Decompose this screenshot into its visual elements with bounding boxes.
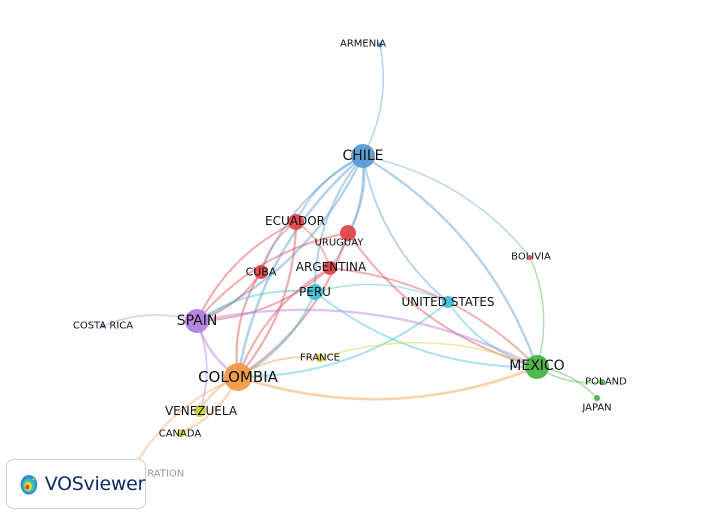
link-ecuador-cuba <box>260 221 297 273</box>
link-united_states-mexico <box>447 301 538 368</box>
node-armenia[interactable] <box>377 42 383 48</box>
node-japan[interactable] <box>594 395 600 401</box>
link-colombia-russian_federation <box>129 376 239 475</box>
label-argentina: ARGENTINA <box>296 260 367 274</box>
link-ecuador-colombia <box>237 221 298 378</box>
link-peru-mexico <box>314 291 538 369</box>
node-united-states[interactable] <box>442 296 454 308</box>
node-poland[interactable] <box>599 379 605 385</box>
label-spain: SPAIN <box>177 313 218 329</box>
label-mexico: MEXICO <box>509 358 564 374</box>
link-chile-peru <box>313 155 364 293</box>
link-mexico-bolivia <box>529 256 545 368</box>
node-colombia[interactable] <box>224 363 252 391</box>
node-ecuador[interactable] <box>288 214 304 230</box>
vosviewer-logo-icon <box>20 474 38 495</box>
label-canada: CANADA <box>159 429 202 440</box>
node-argentina[interactable] <box>323 261 337 275</box>
vosviewer-logo-text: VOSviewer <box>44 473 146 495</box>
link-peru-colombia <box>237 291 317 378</box>
link-united_states-colombia <box>237 301 449 379</box>
label-peru: PERU <box>299 285 331 299</box>
label-costa-rica: COSTA RICA <box>73 321 133 332</box>
network-nodes <box>101 42 605 476</box>
link-chile-cuba <box>260 155 364 273</box>
label-armenia: ARMENIA <box>340 39 386 50</box>
label-uruguay: URUGUAY <box>315 238 365 249</box>
link-chile-argentina <box>329 155 365 269</box>
node-costa-rica[interactable] <box>101 324 105 328</box>
link-france-mexico <box>319 341 538 368</box>
node-cuba[interactable] <box>254 265 268 279</box>
node-chile[interactable] <box>351 144 375 168</box>
link-spain-mexico <box>196 308 538 369</box>
label-chile: CHILE <box>342 148 383 164</box>
label-cuba: CUBA <box>246 266 277 279</box>
node-uruguay[interactable] <box>340 225 356 241</box>
link-argentina-spain <box>196 267 331 322</box>
node-mexico[interactable] <box>525 355 549 379</box>
label-poland: POLAND <box>585 377 627 388</box>
label-france: FRANCE <box>300 353 340 364</box>
link-uruguay-mexico <box>347 232 538 368</box>
node-bolivia[interactable] <box>528 255 532 259</box>
node-venezuela[interactable] <box>194 405 206 417</box>
label-colombia: COLOMBIA <box>198 368 279 386</box>
link-chile-bolivia <box>362 155 531 258</box>
link-chile-spain <box>196 155 365 323</box>
network-labels: ARMENIA CHILE ECUADOR URUGUAY CUBA ARGENTINA B… <box>73 39 627 480</box>
link-chile-colombia <box>236 155 364 378</box>
label-japan: JAPAN <box>581 403 611 414</box>
vosviewer-badge: VOSviewer <box>6 459 146 509</box>
label-venezuela: VENEZUELA <box>165 404 238 418</box>
label-united-states: UNITED STATES <box>401 295 494 309</box>
link-colombia-mexico <box>237 365 538 401</box>
link-peru-spain <box>196 289 316 322</box>
label-bolivia: BOLIVIA <box>511 252 551 263</box>
network-links <box>102 44 603 475</box>
link-peru-united_states <box>314 283 449 303</box>
node-france[interactable] <box>316 354 324 362</box>
link-argentina-colombia <box>237 267 331 378</box>
node-spain[interactable] <box>185 309 209 333</box>
link-armenia-chile <box>362 44 385 157</box>
link-chile-mexico <box>362 154 539 368</box>
link-chile-united_states <box>362 155 449 303</box>
link-argentina-mexico <box>329 267 538 368</box>
link-ecuador-spain <box>196 221 297 322</box>
link-uruguay-colombia <box>237 232 350 378</box>
label-ecuador: ECUADOR <box>265 214 325 228</box>
node-canada[interactable] <box>177 429 185 437</box>
link-uruguay-spain <box>196 232 349 322</box>
node-peru[interactable] <box>307 284 323 300</box>
